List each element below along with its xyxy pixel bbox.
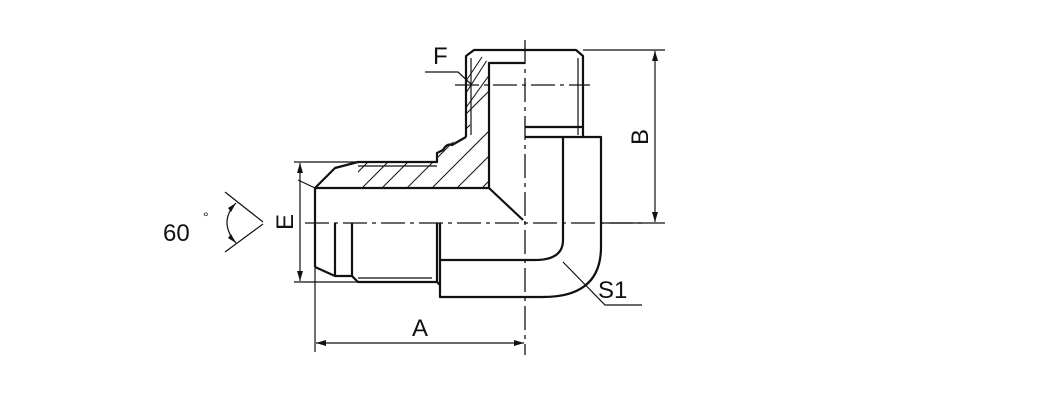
centerlines bbox=[305, 40, 645, 355]
dimension-e bbox=[294, 161, 358, 283]
dimension-a bbox=[314, 267, 524, 352]
label-b: B bbox=[627, 129, 654, 145]
label-angle: 60 bbox=[163, 220, 190, 247]
label-s1: S1 bbox=[598, 277, 627, 304]
dimension-b bbox=[583, 49, 665, 224]
label-f: F bbox=[433, 43, 448, 70]
label-e: E bbox=[272, 214, 299, 230]
section-hatching bbox=[358, 50, 489, 188]
label-degree: ° bbox=[203, 209, 209, 225]
leader-f bbox=[425, 71, 473, 86]
fitting-outline bbox=[313, 48, 603, 299]
leader-s1 bbox=[562, 261, 642, 306]
label-a: A bbox=[412, 315, 428, 342]
angle-60 bbox=[224, 191, 264, 253]
